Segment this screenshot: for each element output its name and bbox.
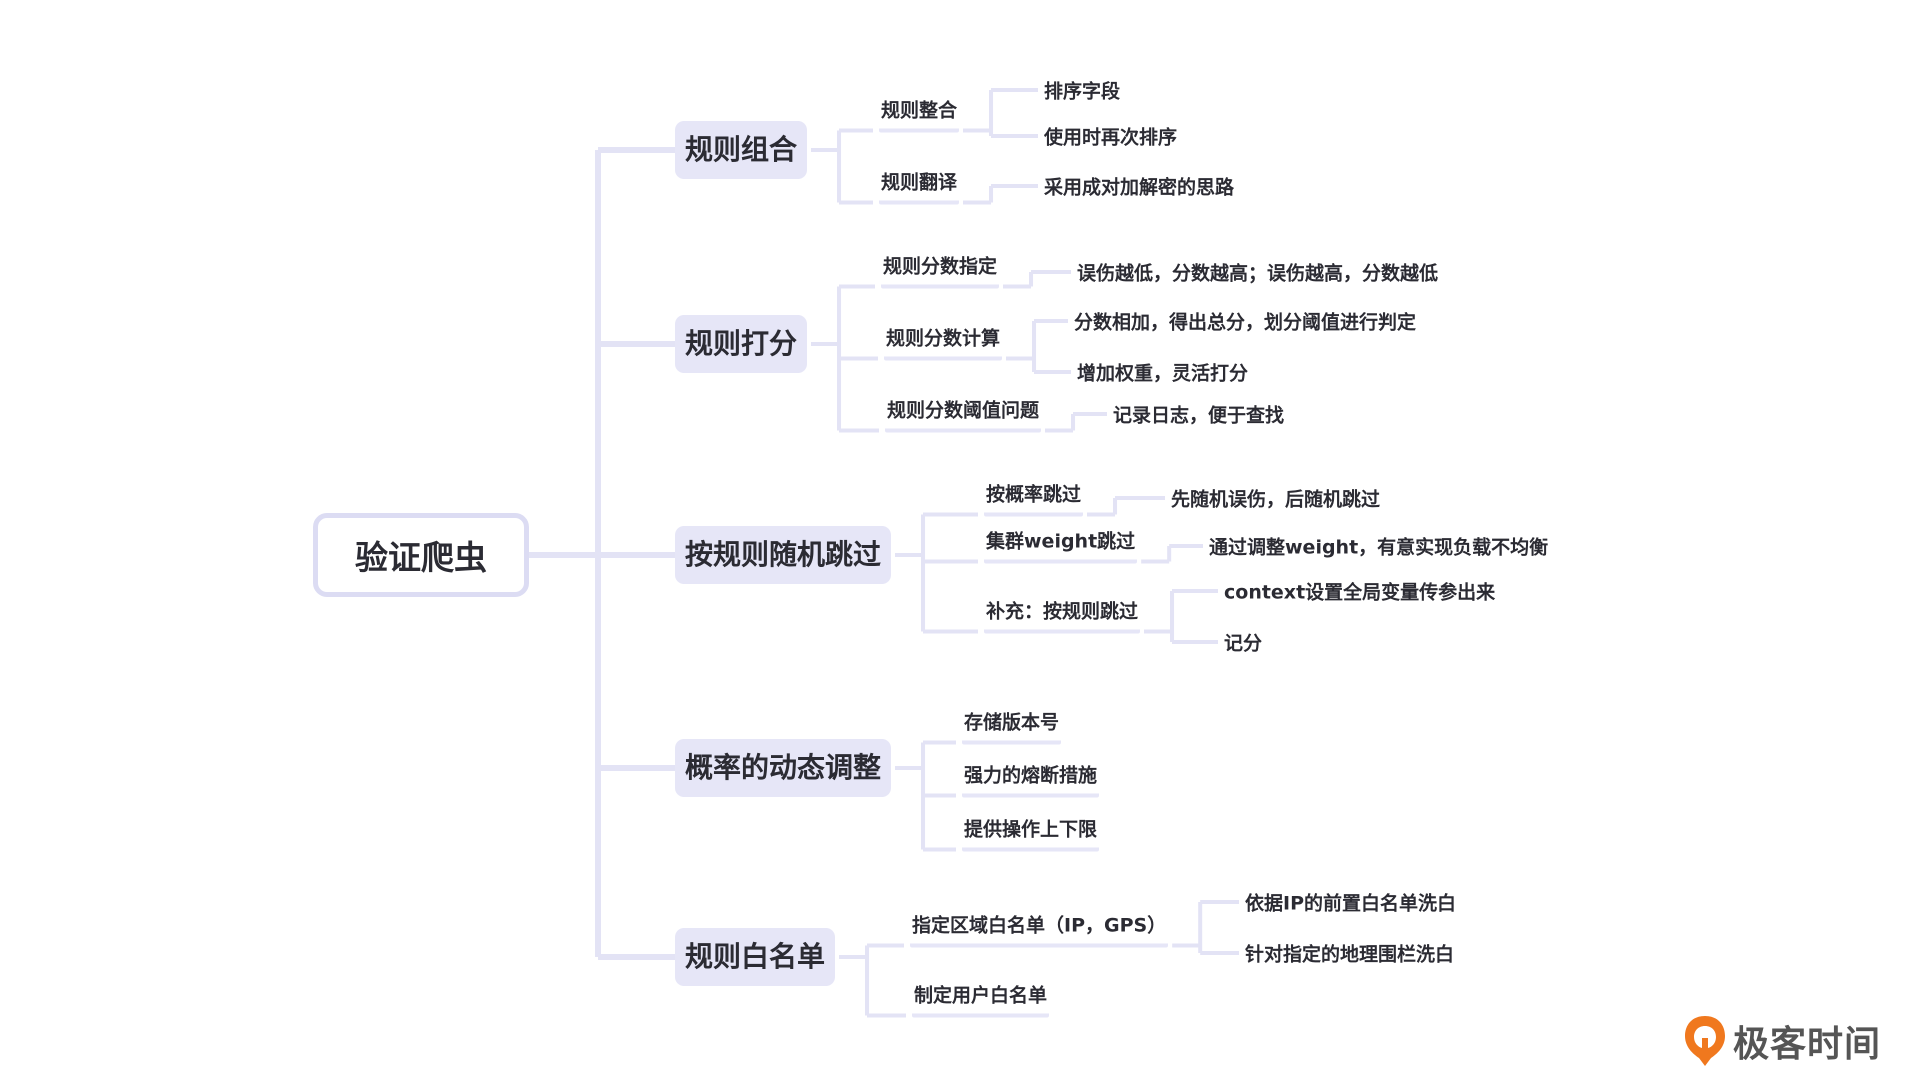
- subtopic-node[interactable]: 补充：按规则跳过: [984, 597, 1141, 634]
- subtopic-node[interactable]: 指定区域白名单（IP，GPS）: [910, 911, 1169, 948]
- connector-line: [1045, 412, 1107, 433]
- connector-line: [895, 512, 978, 634]
- subtopic-node[interactable]: 强力的熔断措施: [962, 761, 1100, 798]
- leaf-node[interactable]: 使用时再次排序: [1044, 126, 1178, 149]
- root-node[interactable]: 验证爬虫: [313, 513, 529, 597]
- connector-line: [1087, 496, 1165, 517]
- connector-line: [839, 943, 906, 1018]
- subtopic-node[interactable]: 规则分数指定: [881, 252, 1000, 289]
- leaf-node[interactable]: 通过调整weight，有意实现负载不均衡: [1209, 536, 1549, 559]
- leaf-node[interactable]: 依据IP的前置白名单洗白: [1245, 892, 1456, 915]
- leaf-node[interactable]: 分数相加，得出总分，划分阈值进行判定: [1074, 311, 1417, 334]
- subtopic-node[interactable]: 制定用户白名单: [912, 981, 1050, 1018]
- branch-node[interactable]: 规则组合: [675, 121, 808, 179]
- leaf-node[interactable]: 记录日志，便于查找: [1113, 404, 1285, 427]
- connector-line: [963, 88, 1038, 138]
- leaf-node[interactable]: 增加权重，灵活打分: [1077, 362, 1249, 385]
- subtopic-node[interactable]: 按概率跳过: [984, 480, 1084, 517]
- subtopic-node[interactable]: 规则整合: [879, 96, 960, 133]
- connector-line: [1006, 319, 1071, 374]
- geektime-logo: 极客时间: [1683, 1014, 1881, 1068]
- connector-line: [1172, 900, 1239, 955]
- leaf-node[interactable]: 误伤越低，分数越高；误伤越高，分数越低: [1077, 262, 1439, 285]
- subtopic-node[interactable]: 规则翻译: [879, 168, 960, 205]
- leaf-node[interactable]: 排序字段: [1044, 80, 1121, 103]
- connector-line: [529, 147, 675, 960]
- subtopic-node[interactable]: 集群weight跳过: [984, 527, 1138, 564]
- subtopic-node[interactable]: 提供操作上下限: [962, 815, 1100, 852]
- subtopic-node[interactable]: 存储版本号: [962, 708, 1062, 745]
- leaf-node[interactable]: 记分: [1224, 632, 1263, 655]
- logo-text: 极客时间: [1733, 1024, 1882, 1065]
- branch-node[interactable]: 规则白名单: [675, 928, 836, 986]
- connector-line: [1003, 270, 1071, 289]
- leaf-node[interactable]: 采用成对加解密的思路: [1044, 176, 1235, 199]
- subtopic-node[interactable]: 规则分数阈值问题: [885, 396, 1042, 433]
- connector-line: [811, 128, 873, 205]
- leaf-node[interactable]: context设置全局变量传参出来: [1224, 581, 1496, 604]
- branch-node[interactable]: 规则打分: [675, 315, 808, 373]
- connector-line: [963, 184, 1038, 205]
- connector-line: [811, 284, 879, 433]
- connector-line: [895, 740, 956, 852]
- connector-line: [1141, 544, 1203, 564]
- geektime-logo-icon: [1685, 1016, 1725, 1066]
- leaf-node[interactable]: 先随机误伤，后随机跳过: [1171, 488, 1381, 511]
- connector-line: [1144, 589, 1218, 644]
- subtopic-node[interactable]: 规则分数计算: [884, 324, 1003, 361]
- branch-node[interactable]: 概率的动态调整: [675, 739, 892, 797]
- branch-node[interactable]: 按规则随机跳过: [675, 526, 892, 584]
- leaf-node[interactable]: 针对指定的地理围栏洗白: [1245, 943, 1455, 966]
